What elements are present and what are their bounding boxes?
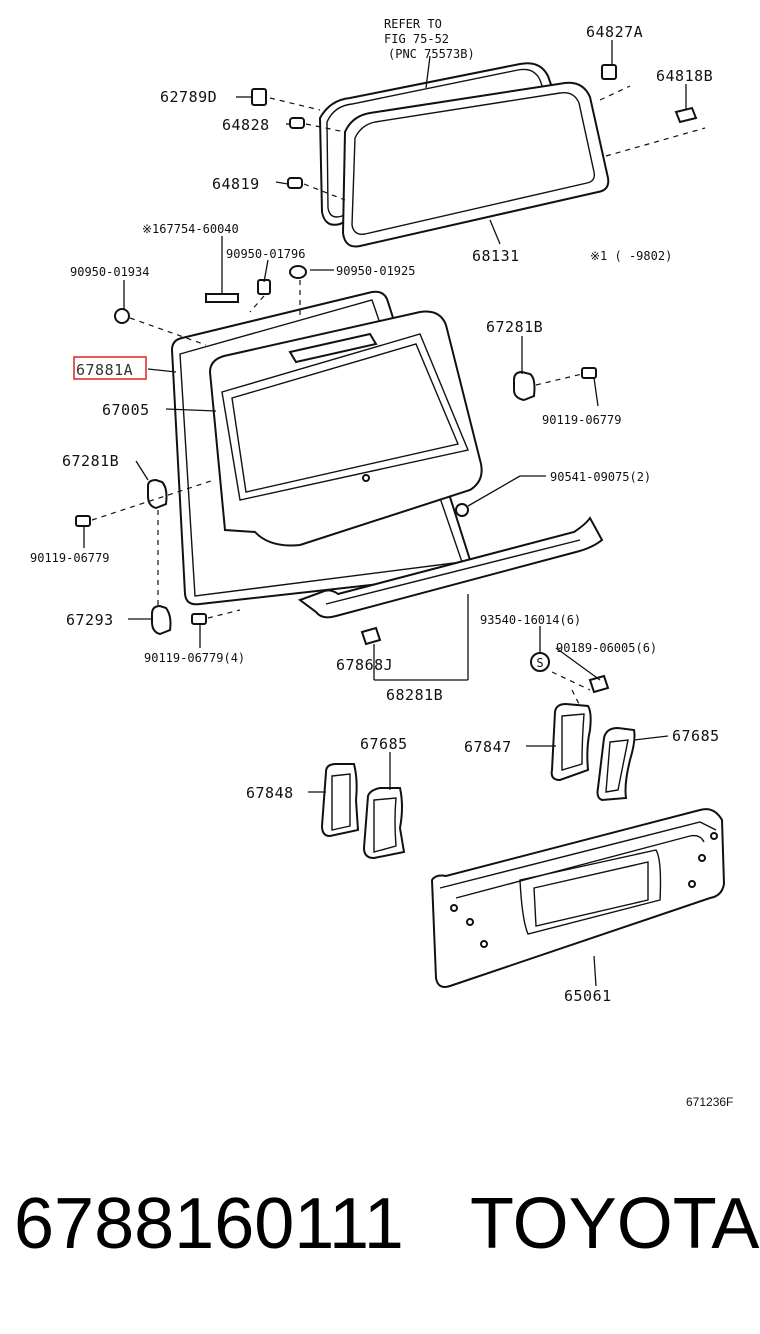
label-64827A: 64827A bbox=[586, 23, 643, 41]
label-67685-left: 67685 bbox=[360, 735, 408, 753]
part-number: 6788160111 bbox=[14, 1184, 404, 1264]
label-65061: 65061 bbox=[564, 987, 612, 1005]
refer-note-line2: FIG 75-52 bbox=[384, 32, 449, 46]
label-67868J: 67868J bbox=[336, 656, 393, 674]
label-90950-01934: 90950-01934 bbox=[70, 265, 149, 279]
label-67281B-right: 67281B bbox=[486, 318, 543, 336]
door-hardware bbox=[75, 265, 597, 636]
brand-name: TOYOTA bbox=[470, 1184, 760, 1264]
s-mark: S bbox=[536, 656, 543, 670]
label-90950-01925: 90950-01925 bbox=[336, 264, 415, 278]
label-90950-01796: 90950-01796 bbox=[226, 247, 305, 261]
label-64828: 64828 bbox=[222, 116, 270, 134]
label-67848: 67848 bbox=[246, 784, 294, 802]
label-67281B-left: 67281B bbox=[62, 452, 119, 470]
label-68281B: 68281B bbox=[386, 686, 443, 704]
label-67005: 67005 bbox=[102, 401, 150, 419]
back-window-glass bbox=[318, 62, 610, 248]
glass-clips bbox=[251, 64, 698, 189]
label-90189-06005: 90189-06005(6) bbox=[556, 641, 657, 655]
label-93540-16014: 93540-16014(6) bbox=[480, 613, 581, 627]
label-67847: 67847 bbox=[464, 738, 512, 756]
label-90119-06779-left: 90119-06779 bbox=[30, 551, 109, 565]
highlight-box bbox=[73, 356, 147, 380]
label-90119-06779-4: 90119-06779(4) bbox=[144, 651, 245, 665]
label-67685-right: 67685 bbox=[672, 727, 720, 745]
drawing-code: 671236F bbox=[686, 1095, 733, 1109]
label-note-1: ※1 ( -9802) bbox=[590, 249, 672, 263]
label-64818B: 64818B bbox=[656, 67, 713, 85]
refer-note-line1: REFER TO bbox=[384, 17, 442, 31]
label-167754: ※167754-60040 bbox=[142, 222, 239, 236]
label-90119-06779-right: 90119-06779 bbox=[542, 413, 621, 427]
label-62789D: 62789D bbox=[160, 88, 217, 106]
garnish-rail bbox=[297, 516, 604, 646]
lower-back-panel bbox=[430, 808, 726, 988]
refer-note: REFER TO FIG 75-52 (PNC 75573B) bbox=[384, 17, 475, 61]
label-64819: 64819 bbox=[212, 175, 260, 193]
label-67293: 67293 bbox=[66, 611, 114, 629]
back-door-panel bbox=[170, 290, 483, 606]
label-67881A: 67881A bbox=[76, 361, 133, 379]
label-90541-09075: 90541-09075(2) bbox=[550, 470, 651, 484]
label-68131: 68131 bbox=[472, 247, 520, 265]
refer-note-line3: (PNC 75573B) bbox=[388, 47, 475, 61]
lamp-gaskets bbox=[320, 702, 636, 860]
